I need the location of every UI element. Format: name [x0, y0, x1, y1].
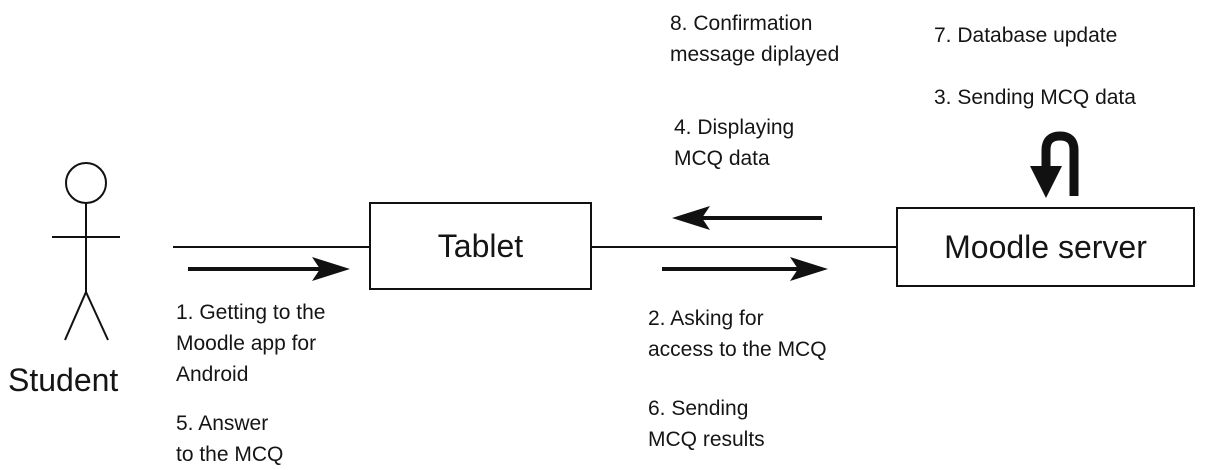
- student-figure: [52, 162, 120, 341]
- step-5-label: 5. Answer to the MCQ: [176, 412, 284, 466]
- step-1-label: 1. Getting to the Moodle app for Android: [176, 301, 326, 386]
- step-8-label: 8. Confirmation message diplayed: [670, 12, 840, 66]
- step-6-label: 6. Sending MCQ results: [648, 397, 765, 451]
- step-2-label: 2. Asking for access to the MCQ: [648, 307, 827, 361]
- arrow-server-to-tablet: [672, 206, 822, 230]
- step-7-label: 7. Database update: [934, 24, 1118, 47]
- tablet-box: Tablet: [369, 202, 592, 290]
- student-label: Student: [8, 362, 119, 398]
- step-4-label: 4. Displaying MCQ data: [674, 116, 795, 170]
- tablet-label: Tablet: [437, 227, 524, 264]
- student-left-leg: [64, 291, 87, 341]
- arrow-student-to-tablet: [188, 257, 350, 281]
- step-3-label: 3. Sending MCQ data: [934, 86, 1136, 109]
- server-uturn-arrow: [1030, 131, 1079, 198]
- server-box: Moodle server: [896, 207, 1195, 287]
- student-head: [65, 162, 107, 204]
- arrow-tablet-to-server: [662, 257, 828, 281]
- student-right-leg: [85, 291, 109, 341]
- server-label: Moodle server: [944, 228, 1147, 265]
